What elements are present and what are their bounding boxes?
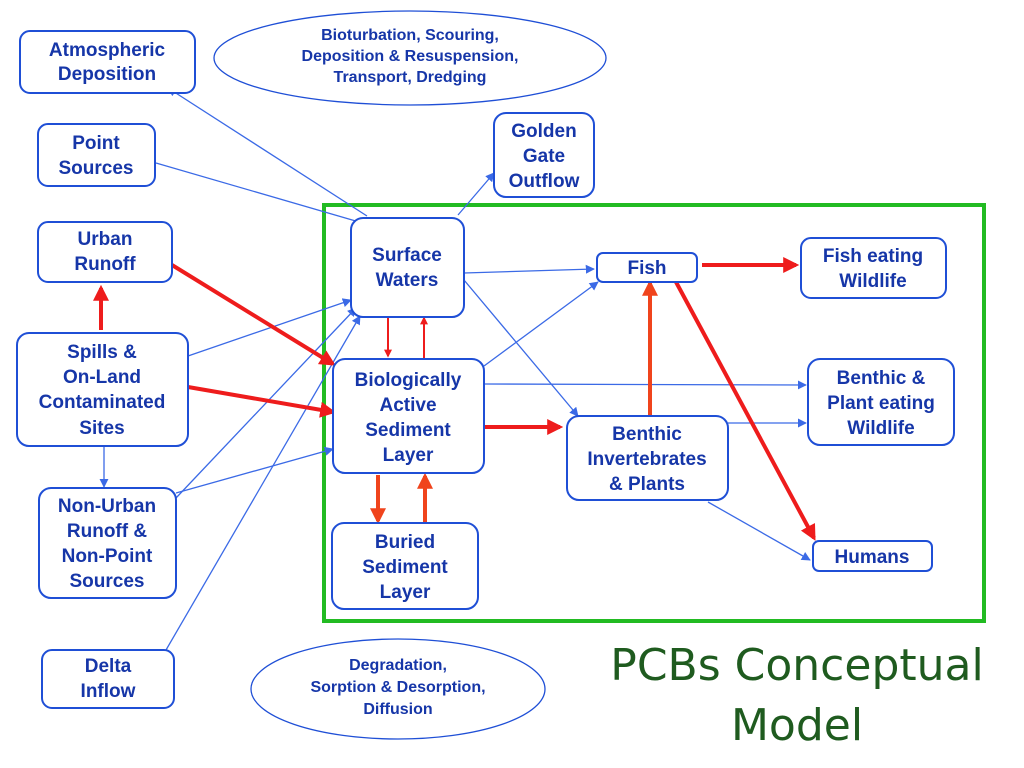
box-label: Fish [627,258,666,279]
oval-text-line: Transport, Dredging [334,69,487,86]
box-label: Layer [380,582,431,603]
box-label: Inflow [81,681,136,702]
box-spills-contaminated-sites: Spills & On-Land Contaminated Sites [16,332,189,447]
box-label: Humans [835,547,910,568]
oval-text-line: Degradation, [349,657,447,674]
box-benthic-plant-eating-wildlife: Benthic & Plant eating Wildlife [807,358,955,446]
box-atmospheric-deposition: Atmospheric Deposition [19,30,196,94]
arrow-surface-to-benthic [463,279,579,417]
slide-title: PCBs Conceptual Model [610,640,983,751]
thick-flow-arrows [93,257,816,541]
arrow-surface-to-golden-gate [457,172,495,216]
box-biologically-active-sediment: Biologically Active Sediment Layer [332,358,485,474]
box-label: Sediment [365,420,451,441]
arrow-delta-to-surface [165,315,361,651]
oval-text-line: Deposition & Resuspension, [302,48,519,65]
box-label: Runoff [74,254,136,275]
box-label: Point [72,133,120,154]
box-label: Benthic [612,424,682,445]
arrow-spills-to-surface [187,298,352,357]
box-label: Runoff & [67,521,147,542]
box-urban-runoff: Urban Runoff [37,221,173,283]
oval-text-line: Diffusion [363,701,432,718]
box-label: Invertebrates [587,449,706,470]
box-label: Contaminated [39,392,166,413]
title-line: PCBs Conceptual [610,640,983,691]
arrow-nonurban-to-surface [175,307,357,499]
oval-text-line: Bioturbation, Scouring, [321,27,499,44]
arrow-surface-to-fish [463,264,595,274]
box-label: Sources [70,571,145,592]
oval-text-line: Sorption & Desorption, [310,679,485,696]
arrow-sediment-to-benthic-wildlife [483,380,807,390]
top-processes-oval: Bioturbation, Scouring, Deposition & Res… [213,10,607,106]
box-label: Non-Point [62,546,153,567]
arrow-spills-to-sediment [187,385,337,418]
box-benthic-invertebrates-plants: Benthic Invertebrates & Plants [566,415,729,501]
box-label: & Plants [609,474,685,495]
box-label: Sources [59,158,134,179]
box-buried-sediment-layer: Buried Sediment Layer [331,522,479,610]
box-label: On-Land [63,367,141,388]
box-label: Sites [79,418,124,439]
box-point-sources: Point Sources [37,123,156,187]
box-label: Gate [523,146,565,167]
arrow-nonurban-to-sediment [175,446,334,494]
box-label: Wildlife [839,271,906,292]
box-delta-inflow: Delta Inflow [41,649,175,709]
box-label: Benthic & [837,368,926,389]
title-line: Model [731,700,863,751]
box-label: Active [379,395,436,416]
box-label: Delta [85,656,132,677]
box-golden-gate-outflow: Golden Gate Outflow [493,112,595,198]
box-fish: Fish [596,252,698,283]
bottom-processes-oval: Degradation, Sorption & Desorption, Diff… [250,638,546,740]
box-label: Sediment [362,557,448,578]
box-label: Layer [383,445,434,466]
box-non-urban-runoff: Non-Urban Runoff & Non-Point Sources [38,487,177,599]
box-label: Biologically [355,370,462,391]
box-label: Plant eating [827,393,935,414]
box-label: Golden [511,121,576,142]
box-label: Outflow [509,171,580,192]
box-label: Atmospheric [49,40,166,61]
box-humans: Humans [812,540,933,572]
box-surface-waters: Surface Waters [350,217,465,318]
box-label: Fish eating [823,246,923,267]
arrow-urban-to-sediment [170,263,336,366]
box-label: Non-Urban [58,496,156,517]
arrow-benthic-to-humans [707,501,811,561]
arrow-fish-to-humans [674,281,816,541]
box-label: Deposition [58,64,156,85]
box-label: Spills & [67,342,137,363]
arrow-surface-to-atmosphere [167,87,368,217]
arrow-sediment-to-fish [483,281,599,367]
arrow-point-sources-to-surface [155,162,367,227]
thin-flow-arrows [99,87,811,651]
box-label: Waters [376,270,439,291]
box-label: Surface [372,245,442,266]
box-label: Wildlife [847,418,914,439]
box-label: Urban [78,229,133,250]
box-label: Buried [375,532,435,553]
box-fish-eating-wildlife: Fish eating Wildlife [800,237,947,299]
